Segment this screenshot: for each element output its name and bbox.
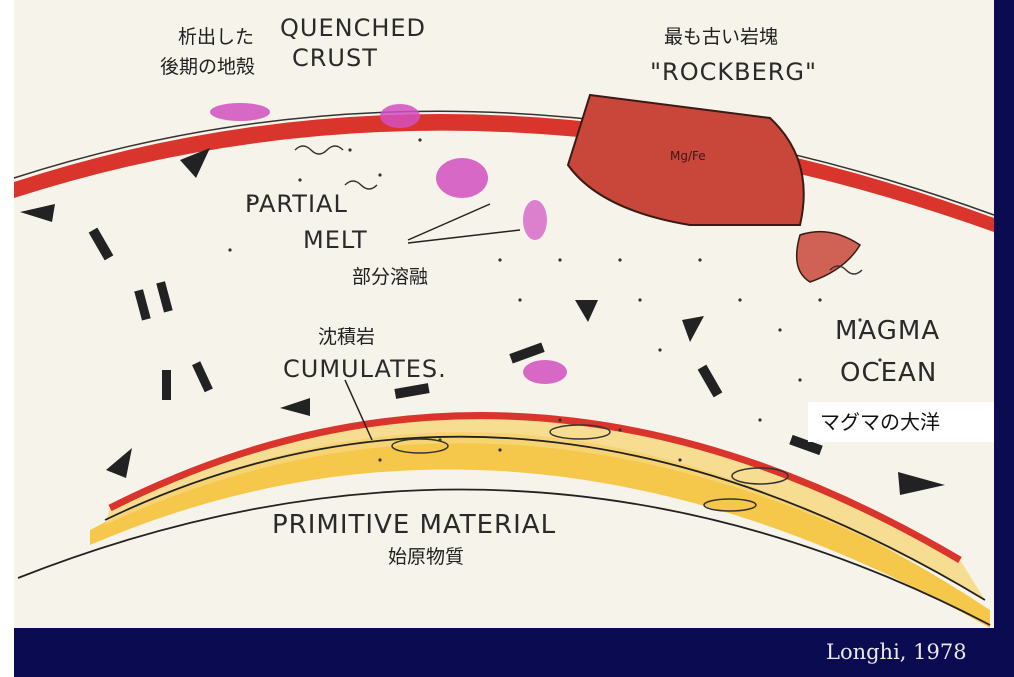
partial-melt-en-line2: MELT [303,228,368,252]
dash-8 [698,365,723,398]
arrow-up-bottom-left [106,448,132,478]
rockberg-jp: 最も古い岩塊 [664,28,778,47]
magma-ocean-en-line1: MAGMA [835,318,940,344]
quenched-crust-jp-line1: 析出した [178,28,254,47]
rockberg-drip [797,232,860,282]
arrow-left-upper [20,204,55,222]
quenched-crust-en-line2: CRUST [292,46,378,70]
partial-melt-blob-3 [210,103,270,121]
partial-melt-jp: 部分溶融 [352,268,428,287]
dash-7 [509,342,544,363]
partial-melt-blob-4 [380,104,420,128]
arrow-down-1 [575,300,598,322]
dash-5 [192,361,213,392]
arrow-down-2 [682,316,704,342]
frame-right-bar [994,0,1014,677]
magma-ocean-jp: マグマの大洋 [808,402,1014,442]
cumulates-jp: 沈積岩 [318,328,375,347]
quenched-crust-en-line1: QUENCHED [280,16,426,40]
quenched-crust-jp-line2: 後期の地殻 [160,58,255,77]
arrow-cumulates-left [280,398,310,416]
primitive-material-en: PRIMITIVE MATERIAL [272,512,556,538]
magma-ocean-en-line2: OCEAN [840,360,937,386]
quenched-crust-arc [14,114,994,232]
dash-4 [162,370,171,400]
mgfe-label: Mg/Fe [670,150,706,162]
partial-melt-blob-1 [436,158,488,198]
primitive-material-jp: 始原物質 [388,548,464,567]
partial-melt-blob-2 [523,360,567,384]
wavy-line-2 [345,181,377,189]
dash-6 [394,383,429,399]
citation-credit: Longhi, 1978 [826,640,967,664]
wavy-line-1 [295,146,343,154]
cumulate-yellow-layer [105,416,985,600]
dash-1 [89,228,114,261]
cumulates-en: CUMULATES. [283,357,447,381]
partial-melt-blob-5 [523,200,547,240]
partial-melt-en-line1: PARTIAL [245,192,348,216]
dash-2 [134,289,150,320]
arrow-right [898,472,945,495]
rockberg-en: "ROCKBERG" [650,60,817,84]
dash-3 [156,281,172,312]
